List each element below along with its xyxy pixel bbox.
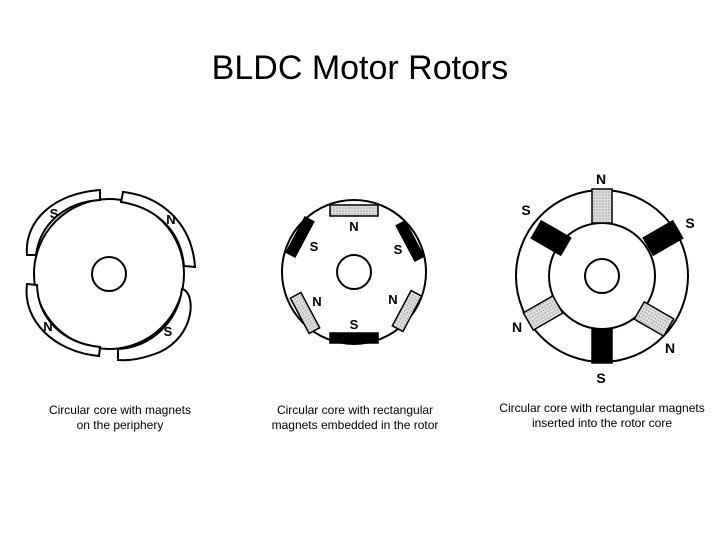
slide-title: BLDC Motor Rotors	[211, 49, 509, 87]
rotor-core	[281, 199, 427, 345]
rotor-shaft	[336, 254, 372, 290]
magnet-north	[329, 204, 379, 217]
magnet-north	[591, 188, 613, 224]
magnet-south	[395, 219, 425, 263]
pole-label: S	[685, 215, 694, 231]
magnet-south	[591, 328, 613, 364]
magnet-south	[642, 219, 684, 257]
pole-label: N	[166, 212, 175, 227]
rotor-core	[33, 198, 185, 350]
pole-label: S	[394, 242, 403, 257]
magnet-north	[633, 300, 675, 338]
magnet-segment	[117, 287, 192, 362]
caption-line: magnets embedded in the rotor	[271, 418, 439, 432]
rotor-shaft	[91, 256, 127, 292]
magnet-segment	[25, 282, 102, 358]
rotor-inserted-magnets	[515, 188, 689, 364]
pole-label: N	[596, 171, 606, 187]
pole-label: N	[349, 219, 358, 234]
pole-label: N	[312, 294, 321, 309]
magnet-south	[530, 219, 572, 257]
caption-line: Circular core with magnets	[48, 403, 192, 417]
magnet-segment	[119, 190, 197, 269]
pole-label: N	[512, 319, 522, 335]
rotor-diagrams: S N N S N S S N N S	[25, 171, 695, 386]
pole-label: S	[50, 206, 59, 221]
pole-label: S	[164, 324, 173, 339]
rotor-surface-magnets	[25, 188, 197, 362]
pole-label: N	[43, 319, 52, 334]
pole-label: S	[310, 239, 319, 254]
caption-embedded-magnets: Circular core with rectangular magnets e…	[250, 403, 460, 433]
caption-line: inserted into the rotor core	[531, 416, 673, 430]
rotor-embedded-magnets	[281, 199, 427, 345]
magnet-south	[285, 215, 315, 259]
pole-label: S	[596, 370, 605, 386]
magnet-north	[522, 294, 564, 332]
pole-label: S	[521, 202, 530, 218]
pole-label: N	[388, 292, 397, 307]
caption-inserted-magnets: Circular core with rectangular magnets i…	[484, 401, 720, 431]
magnet-north	[391, 289, 423, 333]
pole-label: N	[665, 340, 675, 356]
magnet-segment	[25, 188, 101, 256]
caption-line: Circular core with rectangular magnets	[499, 401, 705, 415]
magnet-south	[329, 332, 379, 344]
pole-label: S	[350, 317, 359, 332]
caption-line: Circular core with rectangular	[276, 403, 434, 417]
rotor-shaft	[584, 258, 620, 294]
caption-surface-magnets: Circular core with magnets on the periph…	[20, 403, 220, 433]
magnet-north	[289, 291, 321, 335]
caption-line: on the periphery	[76, 418, 164, 432]
